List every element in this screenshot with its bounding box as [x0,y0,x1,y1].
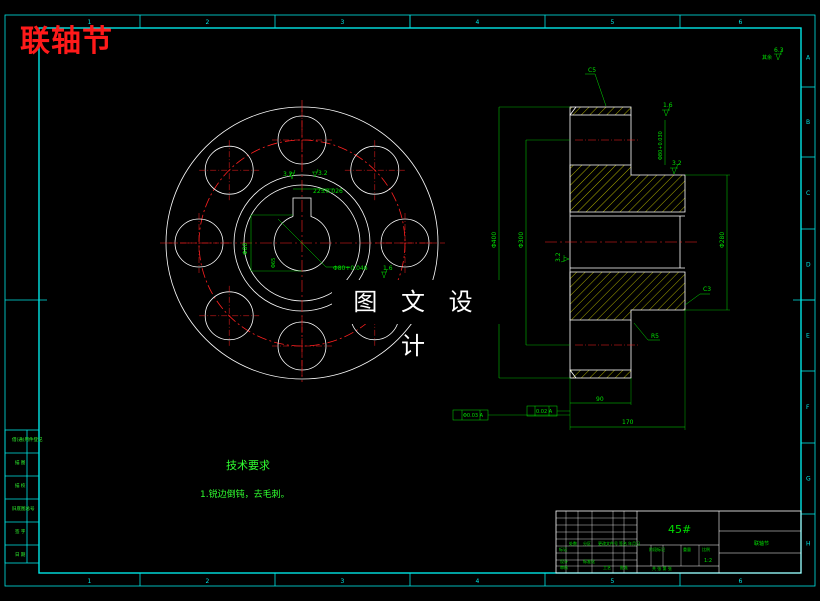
leader-chamfer-bottom [684,293,701,306]
dim-dia-tol: Φ80+0.030 [658,131,664,160]
col-label-top: 2 [206,19,210,26]
tb-sheet: 共 张 第 张 [652,565,672,571]
leader-chamfer-top [594,73,607,107]
flange-outline [569,115,632,370]
dim-dia-outer: Φ400 [491,232,498,248]
roughness-symbol [289,169,296,180]
roughness-symbol [560,255,570,263]
title-block [555,510,802,574]
col-label-top: 3 [341,19,345,26]
col-label-top: 5 [611,19,615,26]
surface-finish-note: 其余 [762,54,772,61]
surface-finish-value: 6.3 [774,47,784,54]
fillet-label: R5 [651,333,659,340]
left-strip-1: 借(通)用件登记 [12,436,43,443]
col-label-top: 6 [739,19,743,26]
drawing-title: 联轴节 [20,24,113,59]
tb-row-2: 标准化 [583,558,595,564]
tb-stage-label: 阶段标记 [649,546,665,552]
col-label-bottom: 6 [739,578,743,585]
dim-dia-mid: Φ300 [518,232,525,248]
row-label: D [806,262,811,269]
row-label: F [806,404,810,411]
row-label: A [806,55,811,62]
title-block-border [555,510,802,574]
dim-width-hub: 90 [596,396,604,403]
inner-border [38,27,802,574]
tb-label-3: 分区 [583,540,591,546]
tb-weight-label: 重量 [683,546,691,552]
dim-bore: Φ80 [242,242,249,255]
tb-row-4: 工艺 [603,565,611,570]
left-strip-5: 签 字 [15,528,26,535]
flange-chamfer [569,106,577,379]
col-label-bottom: 3 [341,578,345,585]
dim-dia-hub: Φ280 [719,232,726,248]
row-label: C [806,190,810,197]
dim-hole: Φ65 [271,258,277,268]
tb-scale: 1:2 [704,558,712,564]
hub-section-bottom [569,271,686,321]
tech-heading: 技术要求 [226,459,270,472]
left-strip-3: 描 校 [15,482,26,489]
roughness-symbol [662,105,671,117]
side-section-view [452,49,783,430]
roughness-3: 1.6 [383,265,393,272]
roughness-bore: 3.2 [555,252,562,262]
roughness-symbol-general [774,49,783,61]
tb-label-6: 年月日 [628,540,640,546]
leader-fillet [633,322,649,341]
col-label-top: 1 [88,19,92,26]
col-label-top: 4 [476,19,480,26]
tb-row-1: 设计 [560,558,568,564]
keyed-bore [273,197,331,272]
tb-label-2: 处数 [569,540,577,546]
chamfer-bottom: C3 [703,286,711,293]
row-label: E [806,333,810,340]
col-label-bottom: 1 [88,578,92,585]
tb-label-4: 更改文件号 [598,540,618,546]
left-strip-4: 旧底图总号 [12,505,35,512]
chamfer-top: C5 [588,67,596,74]
bolt-hole [204,145,254,195]
row-label: G [806,476,811,483]
dim-keyway: 22±0.026 [313,188,343,195]
roughness-top: 1.6 [663,102,673,109]
dim-width-total: 170 [622,419,634,426]
tb-label-1: 标记 [559,546,567,552]
col-label-bottom: 4 [476,578,480,585]
flange-top-lip [569,106,632,116]
tb-label-5: 签名 [619,540,627,546]
left-strip [4,429,40,564]
roughness-2: 3.2 [283,171,293,178]
dim-diag-hole [277,218,327,268]
tb-row-5: 批准 [620,564,628,570]
roughness-symbol [312,168,319,178]
flange-bottom-lip [569,369,632,379]
tb-scale-label: 比例 [702,546,710,552]
col-label-bottom: 5 [611,578,615,585]
flatness-tolerance: 0.02 A [536,409,553,415]
tb-drawing-name: 联轴节 [754,540,769,547]
tech-item-1: 1.锐边倒钝，去毛刺。 [200,488,290,500]
left-strip-2: 描 图 [15,459,26,466]
runout-tolerance: Φ0.03 A [463,413,484,419]
dim-hole-pcd: Φ80+0.046 [333,265,368,272]
roughness-symbol [381,268,388,279]
roughness-symbol [670,163,679,175]
roughness-hub: 3.2 [672,160,682,167]
watermark-label: 图 文 设 计 [332,280,502,360]
tb-material: 45# [668,523,691,536]
row-label: B [806,119,810,126]
tb-row-3: 审核 [560,564,568,570]
col-label-bottom: 2 [206,578,210,585]
left-strip-6: 日 期 [15,552,26,558]
roughness-1: 3.2 [318,170,328,177]
row-label: H [806,541,811,548]
hub-section-top [569,164,686,213]
